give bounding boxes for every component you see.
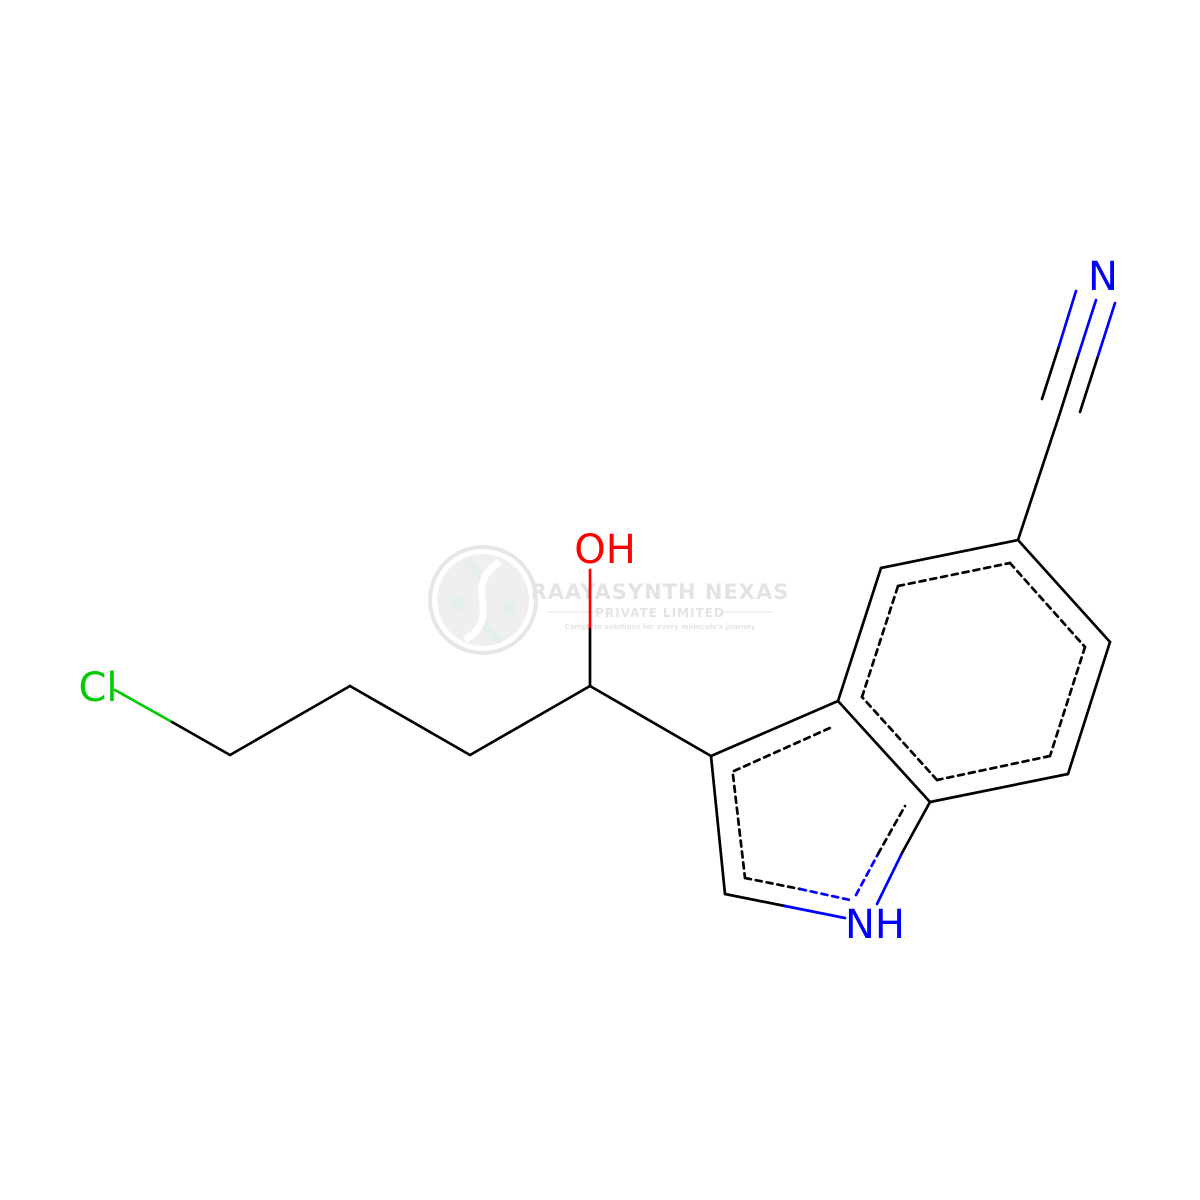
watermark-company: RAAYASYNTH NEXAS [531, 580, 790, 604]
bond-c2-n1-blue [783, 904, 847, 920]
bond-c6-c7 [1066, 640, 1112, 776]
bond-c3-c3a-aromatic [732, 725, 834, 773]
bond-cl-c1-green [113, 688, 174, 724]
bond-c4-c5-aromatic [896, 561, 1012, 588]
bond-c5-c6 [1016, 538, 1112, 644]
bond-c7-c7a [928, 772, 1070, 804]
bond-c5-cn [1016, 411, 1062, 542]
bond-triple-right-blue [1096, 301, 1117, 358]
bonds [113, 289, 1117, 920]
watermark-subtitle: PRIVATE LIMITED [595, 606, 725, 620]
bond-n1-c7a-aromatic-blue [854, 852, 880, 897]
bond-c3-c3a [709, 699, 840, 758]
bond-triple-left-blue [1057, 289, 1078, 348]
chlorine-atom-label: Cl [78, 665, 117, 711]
bond-triple-right-black [1078, 354, 1100, 414]
hydroxyl-atom-label: OH [574, 527, 636, 573]
bond-c2-c3 [348, 684, 472, 757]
bond-c3a-c4 [836, 566, 883, 703]
bond-c4-indole-c3 [588, 684, 713, 758]
bond-triple-left-black [1040, 344, 1061, 401]
bond-c7-c7a-aromatic [935, 754, 1052, 782]
bond-c2-n1-aromatic-blue [798, 887, 852, 902]
bond-c3-c4 [468, 684, 592, 757]
bond-n1-c7a-aromatic-black [876, 804, 907, 856]
bond-cl-c1-black [170, 720, 232, 757]
bond-c4-c5 [879, 538, 1020, 570]
bond-c2-n1-aromatic-black [743, 876, 802, 891]
bond-c2-n1-black [723, 892, 787, 908]
watermark-logo-icon [428, 545, 538, 655]
bond-triple-center-blue [1076, 298, 1098, 358]
bond-c7a-c3a-aromatic [860, 695, 939, 782]
bond-n1-c7a-black [900, 800, 932, 855]
watermark-tagline: Complete solutions for every molecule's … [565, 623, 756, 631]
bond-c3-c2 [709, 754, 727, 896]
bond-c7a-c3a [836, 699, 932, 804]
bond-triple-center-black [1058, 354, 1080, 415]
watermark: RAAYASYNTH NEXAS PRIVATE LIMITED Complet… [428, 545, 790, 655]
nitrile-nitrogen-atom-label: N [1088, 254, 1118, 300]
bond-c3a-c4-aromatic [860, 584, 900, 699]
bond-c3-c2-aromatic [731, 773, 747, 880]
bond-c6-c7-aromatic [1048, 645, 1087, 758]
bond-c1-c2 [228, 684, 352, 757]
bond-c5-c6-aromatic [1008, 561, 1087, 649]
indole-nh-atom-label: NH [845, 902, 905, 948]
bond-n1-c7a-blue [875, 851, 904, 906]
